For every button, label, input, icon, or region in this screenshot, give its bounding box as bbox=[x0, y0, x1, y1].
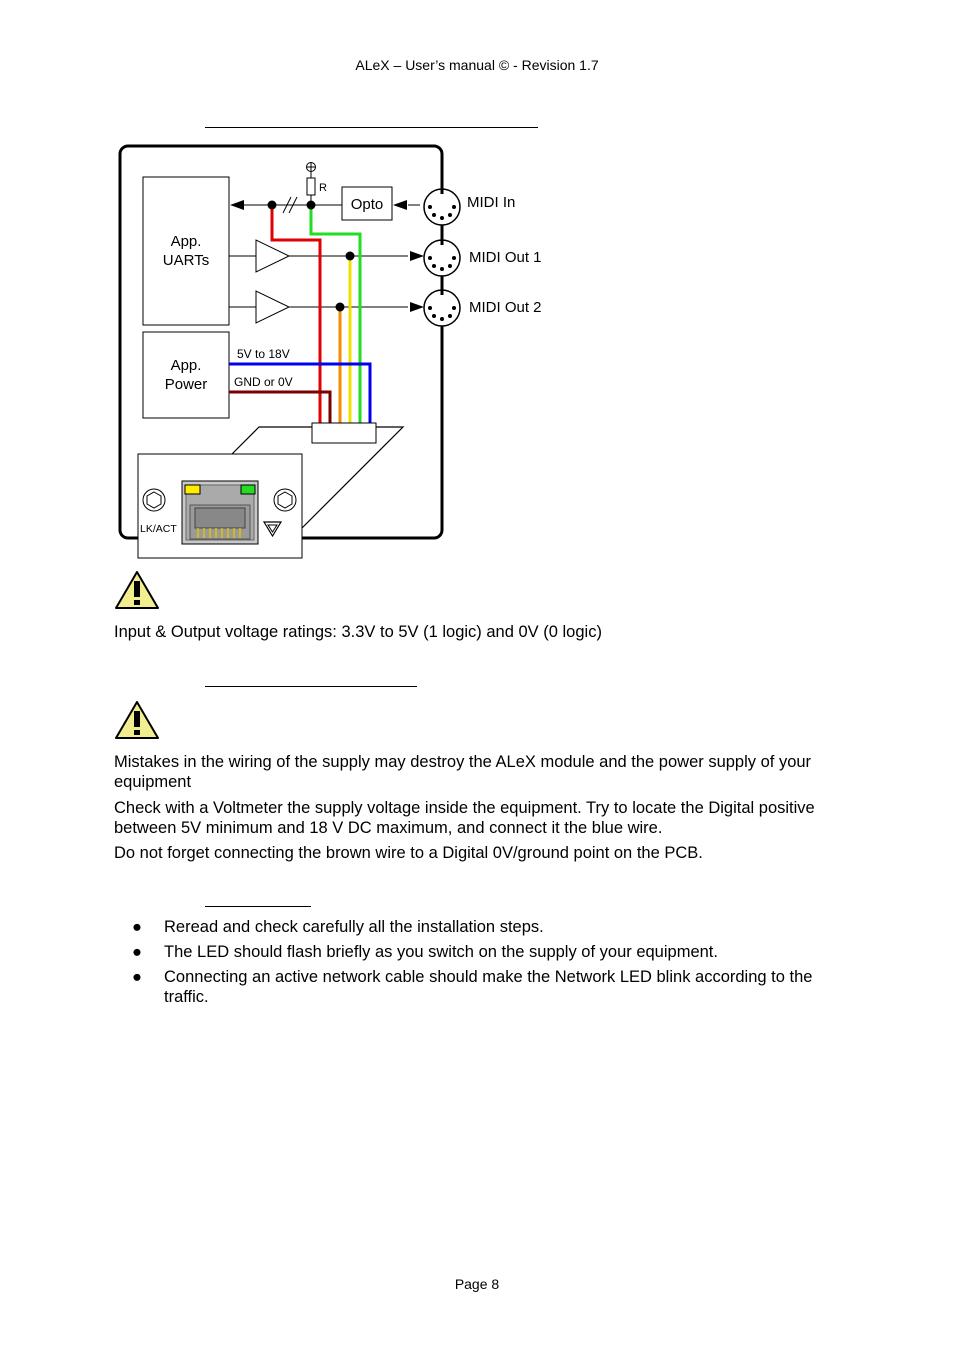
ground-label: GND or 0V bbox=[234, 375, 293, 389]
bullet-icon: ● bbox=[132, 943, 142, 961]
app-power-label-2: Power bbox=[165, 376, 208, 393]
app-uarts-label-1: App. bbox=[171, 233, 202, 250]
resistor bbox=[306, 177, 316, 196]
app-uarts-label-2: UARTs bbox=[163, 252, 209, 269]
bullet-icon: ● bbox=[132, 968, 142, 986]
list-item: ●Reread and check carefully all the inst… bbox=[132, 918, 544, 936]
list-item: ●Connecting an active network cable shou… bbox=[132, 968, 813, 1006]
led-yellow bbox=[184, 484, 201, 495]
wire-green bbox=[309, 205, 362, 423]
midi-out-2-connector bbox=[423, 289, 461, 327]
wiring-diagram: App. UARTs App. Power Opto R 5V to 18V G… bbox=[118, 144, 542, 559]
section-heading-rule-check bbox=[205, 906, 311, 907]
bullet-icon: ● bbox=[132, 918, 142, 936]
led-green bbox=[240, 484, 256, 495]
app-uarts-box bbox=[142, 176, 230, 326]
wire-brown bbox=[229, 390, 332, 423]
app-power-box bbox=[142, 331, 230, 419]
arrow-to-opto bbox=[393, 200, 407, 210]
pin-header bbox=[311, 422, 377, 444]
daughter-pcb bbox=[231, 426, 312, 455]
opto-box bbox=[341, 186, 393, 221]
section-heading-rule-wiring bbox=[205, 127, 538, 128]
section-heading-rule-power bbox=[205, 686, 417, 687]
screw-left-icon bbox=[142, 488, 166, 512]
midi-out-1-connector bbox=[423, 239, 461, 277]
power-warning-paragraph: Mistakes in the wiring of the supply may… bbox=[114, 753, 812, 791]
ground-symbol-icon bbox=[262, 521, 283, 538]
opto-label: Opto bbox=[351, 196, 384, 213]
list-item: ●The LED should flash briefly as you swi… bbox=[132, 943, 718, 961]
arrow-to-midi-out-2 bbox=[410, 302, 424, 312]
buffer-2 bbox=[255, 290, 291, 324]
checklist: ●Reread and check carefully all the inst… bbox=[114, 917, 844, 1012]
resistor-label: R bbox=[319, 182, 327, 194]
lk-act-label: LK/ACT bbox=[140, 523, 177, 535]
midi-out-1-label: MIDI Out 1 bbox=[469, 249, 542, 266]
wire-red bbox=[270, 205, 322, 423]
ground-wire-paragraph: Do not forget connecting the brown wire … bbox=[114, 844, 703, 862]
buffer-1 bbox=[255, 239, 291, 273]
arrow-to-uarts bbox=[230, 200, 244, 210]
midi-out-2-label: MIDI Out 2 bbox=[469, 299, 542, 316]
app-power-label-1: App. bbox=[171, 357, 202, 374]
midi-in-label: MIDI In bbox=[467, 194, 515, 211]
midi-in-connector bbox=[423, 188, 461, 226]
screw-right-icon bbox=[273, 488, 297, 512]
page-header: ALeX – User’s manual © - Revision 1.7 bbox=[355, 57, 599, 73]
voltage-rating-note: Input & Output voltage ratings: 3.3V to … bbox=[114, 623, 602, 641]
arrow-to-midi-out-1 bbox=[410, 251, 424, 261]
supply-label: 5V to 18V bbox=[237, 347, 290, 361]
page-number: Page 8 bbox=[454, 1276, 500, 1292]
voltmeter-paragraph: Check with a Voltmeter the supply voltag… bbox=[114, 799, 815, 837]
warning-icon bbox=[115, 571, 159, 609]
warning-icon bbox=[115, 701, 159, 739]
wire-blue bbox=[229, 362, 372, 423]
